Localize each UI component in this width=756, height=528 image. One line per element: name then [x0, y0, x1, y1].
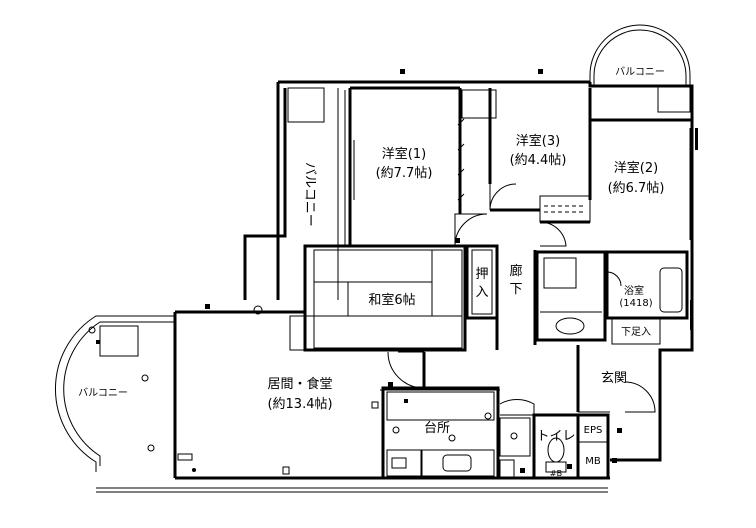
balcony-left-label: バルコニー [78, 387, 128, 399]
bath-name: 浴室 [624, 284, 644, 297]
japanese-room-name: 和室6帖 [368, 292, 415, 308]
balcony-middle-label: バルコニー [302, 162, 317, 227]
kitchen-label: 台所 [424, 421, 450, 436]
entrance-label: 玄関 [601, 371, 627, 386]
living-room-name: 居間・食堂 [267, 376, 332, 392]
shoe-cabinet-label: 下足入 [621, 326, 651, 338]
outer-walls [96, 80, 694, 493]
corridor-label-2: 下 [509, 282, 522, 297]
corridor-label-1: 廊 [509, 263, 522, 279]
balcony-top-right-outline [589, 24, 691, 113]
kitchen-outline [381, 386, 500, 480]
closet-label-2: 入 [475, 285, 488, 300]
western-room-2-name: 洋室(2) [614, 160, 658, 176]
western-room-3-name: 洋室(3) [516, 133, 560, 149]
entrance-outline [576, 345, 656, 413]
western-room-2-walls [539, 118, 692, 247]
living-room-size: (約13.4帖) [267, 397, 332, 412]
sash-markers [96, 69, 698, 473]
western-room-2-size: (約6.7帖) [608, 181, 665, 196]
western-room-3-walls [461, 88, 592, 212]
pipe-label: #B [550, 469, 562, 478]
misc-fixtures [177, 401, 379, 475]
western-room-1-size: (約7.7帖) [376, 166, 433, 181]
living-room-walls [305, 348, 500, 391]
closet-outline [465, 244, 499, 320]
western-room-1-name: 洋室(1) [382, 146, 426, 162]
eps-label: EPS [584, 425, 603, 436]
bath-size: (1418) [619, 298, 652, 309]
western-room-3-size: (約4.4帖) [510, 153, 567, 168]
corridor-walls [495, 246, 537, 350]
washroom-outline [535, 250, 607, 342]
closet-label-1: 押 [475, 267, 488, 282]
balcony-top-right-label: バルコニー [615, 66, 665, 78]
mb-label: MB [585, 456, 601, 467]
toilet-label: トイレ [536, 429, 575, 444]
eps-mb-outline [576, 413, 610, 480]
shoe-cabinet-outline [611, 317, 661, 345]
balcony-middle-outline [253, 87, 346, 315]
